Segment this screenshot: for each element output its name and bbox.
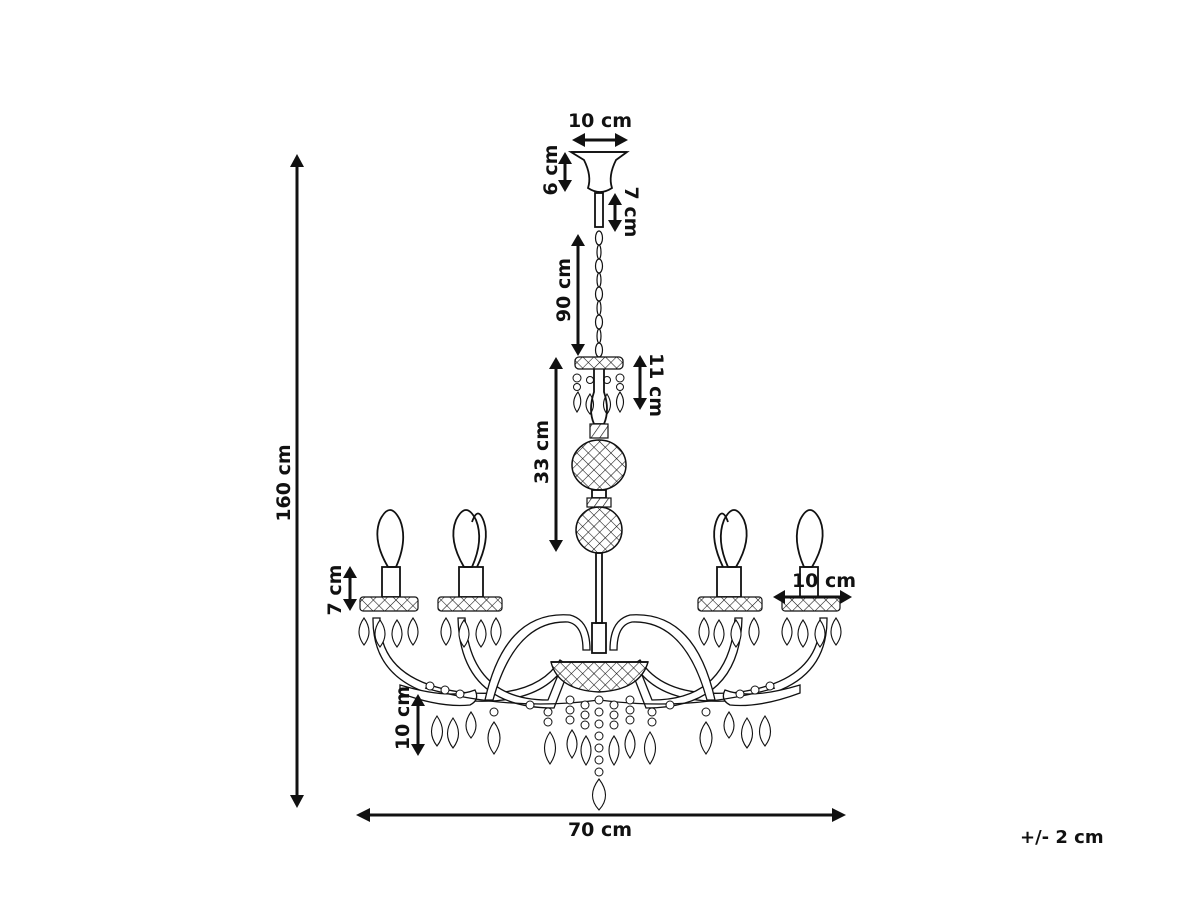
dim-canopy-height	[558, 152, 572, 192]
dim-top-crown	[633, 355, 647, 410]
candle-3	[697, 509, 763, 648]
chain	[594, 230, 604, 358]
candle-1	[358, 509, 419, 648]
tolerance-note: +/- 2 cm	[1020, 827, 1104, 848]
label-canopy-height: 6 cm	[540, 145, 562, 196]
label-chain-length: 90 cm	[553, 258, 575, 322]
label-total-width: 70 cm	[568, 819, 632, 841]
label-drop-length: 10 cm	[392, 686, 414, 750]
label-total-height: 160 cm	[273, 444, 295, 521]
dim-column	[549, 357, 563, 552]
central-column	[571, 369, 627, 654]
dim-total-width	[356, 808, 846, 822]
label-column-height: 33 cm	[531, 420, 553, 484]
dim-drop-length	[411, 694, 425, 756]
dimension-lines	[290, 133, 852, 822]
candle-2	[437, 509, 503, 648]
label-canopy-width: 10 cm	[568, 110, 632, 132]
label-cup-width: 10 cm	[792, 570, 856, 592]
dimension-labels: 10 cm 6 cm 7 cm 90 cm 11 cm 33 cm 160 cm…	[273, 110, 856, 841]
dim-rod	[608, 193, 622, 232]
dim-cup-width	[773, 590, 852, 604]
top-crown	[572, 356, 625, 415]
ceiling-rod	[594, 192, 604, 228]
label-top-crown-height: 11 cm	[645, 353, 667, 417]
ceiling-canopy	[567, 151, 630, 193]
dim-chain	[571, 234, 585, 356]
bottom-bowl	[550, 661, 649, 693]
candle-4	[781, 509, 842, 648]
dim-canopy-width	[572, 133, 628, 147]
label-cup-height: 7 cm	[324, 565, 346, 616]
dim-total-height	[290, 154, 304, 808]
label-rod-length: 7 cm	[620, 187, 642, 238]
crystal-drops	[424, 681, 776, 811]
candle-arms	[358, 509, 842, 648]
dim-cup-height	[343, 566, 357, 611]
chandelier-drawing	[358, 151, 842, 811]
